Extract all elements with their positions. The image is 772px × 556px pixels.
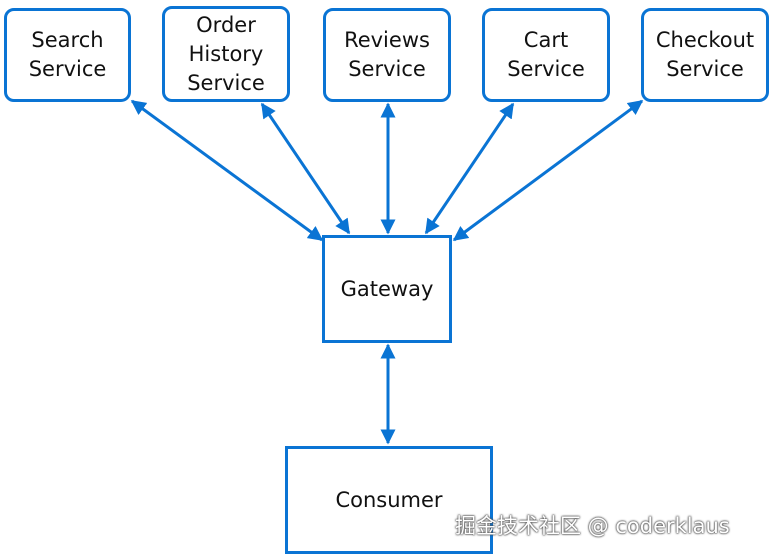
reviews-service-label: Reviews Service — [344, 28, 430, 81]
search-service-label: Search Service — [28, 28, 107, 81]
connector-cart-gateway — [424, 102, 515, 235]
gateway-label: Gateway — [340, 276, 434, 301]
reviews-service-node: Reviews Service — [323, 8, 451, 102]
order-history-service-label: Order History Service — [187, 12, 265, 95]
order-history-service-node: Order History Service — [162, 6, 290, 102]
connector-checkout-gateway — [452, 99, 644, 242]
cart-service-node: Cart Service — [482, 8, 610, 102]
checkout-service-node: Checkout Service — [641, 8, 769, 102]
connector-search-gateway — [130, 99, 324, 242]
connector-order-history-gateway — [260, 102, 351, 235]
watermark-text: 掘金技术社区 @ coderklaus — [455, 514, 730, 538]
checkout-service-label: Checkout Service — [655, 28, 755, 81]
consumer-node: Consumer — [285, 446, 493, 554]
consumer-label: Consumer — [335, 487, 443, 512]
gateway-node: Gateway — [322, 235, 452, 343]
search-service-node: Search Service — [4, 8, 131, 102]
cart-service-label: Cart Service — [507, 28, 585, 81]
